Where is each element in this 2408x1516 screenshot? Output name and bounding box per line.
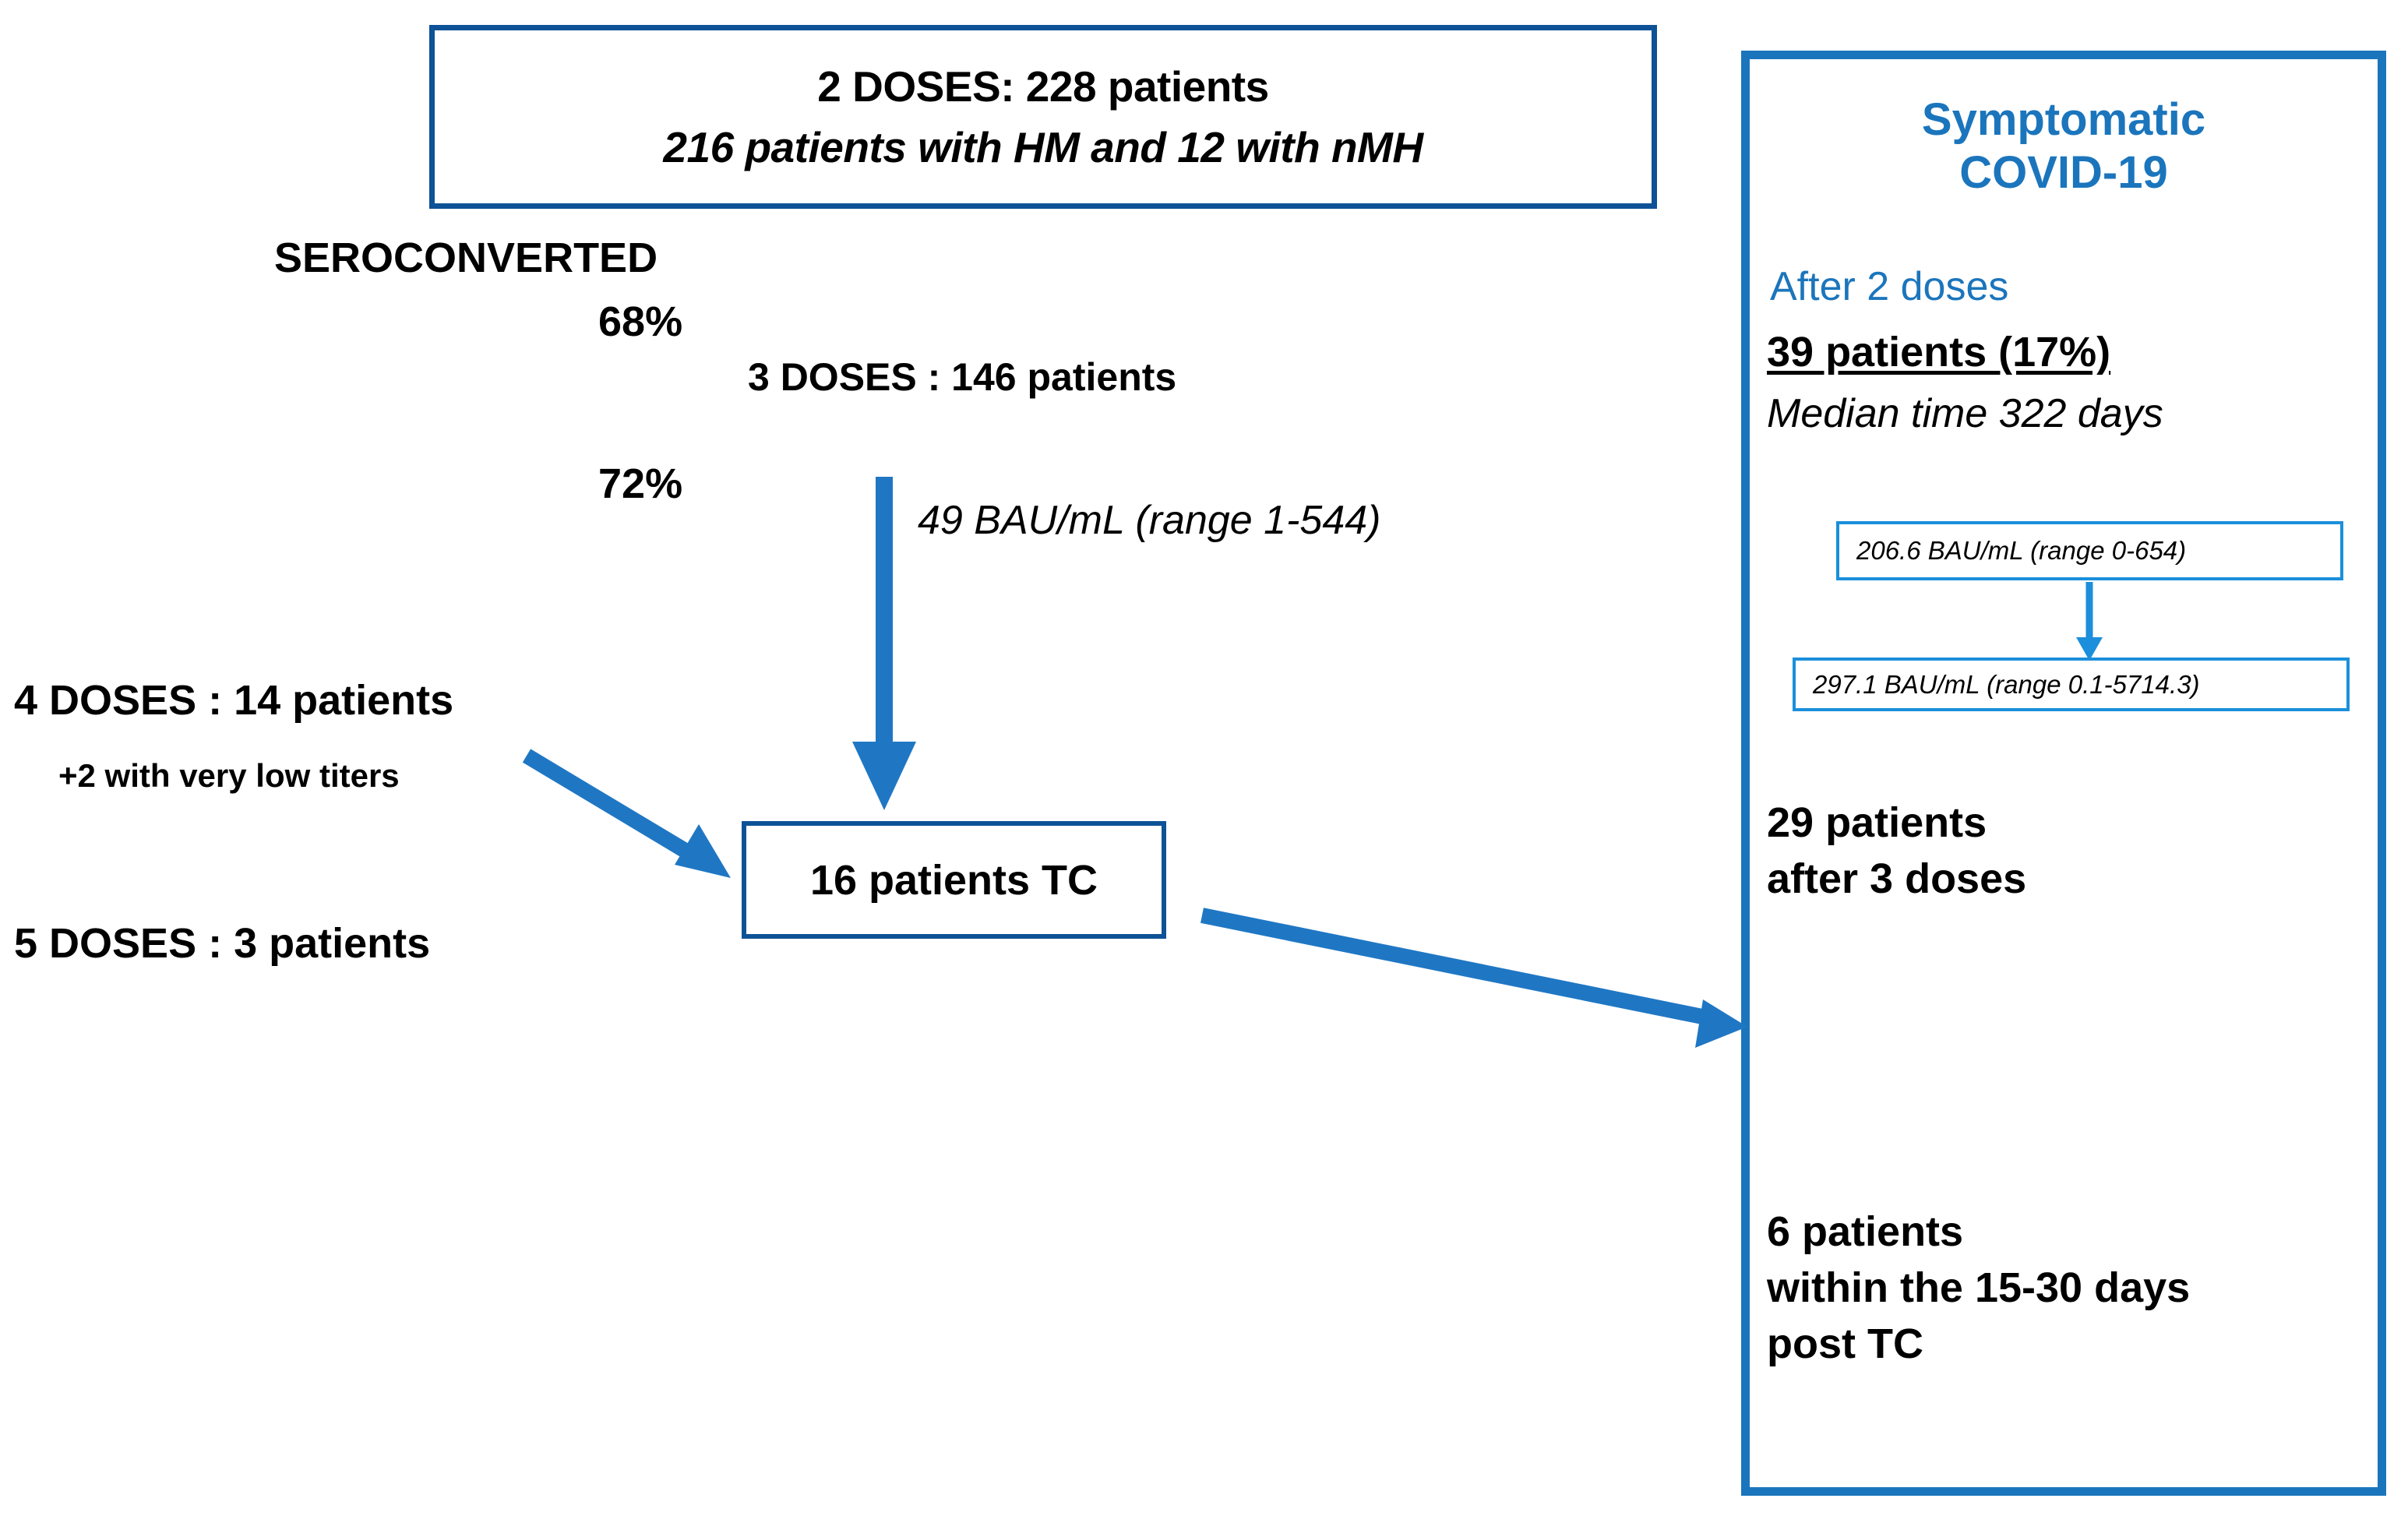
seroconversion-percent-68: 68%	[598, 298, 683, 345]
median-time-label: Median time 322 days	[1767, 391, 2163, 436]
seroconversion-percent-72: 72%	[598, 460, 683, 507]
three-doses-label: 3 DOSES : 146 patients	[748, 355, 1177, 399]
patients-29-line-2: after 3 doses	[1767, 855, 2027, 902]
panel-title-line-1: Symptomatic	[1921, 94, 2206, 145]
two-doses-box: 2 DOSES: 228 patients 216 patients with …	[429, 25, 1657, 209]
arrow-three-doses-to-tc	[852, 477, 916, 810]
panel-title-line-2: COVID-19	[1959, 147, 2168, 199]
bau-connector-arrow	[2076, 582, 2103, 661]
patients-6-line-3: post TC	[1767, 1320, 1923, 1367]
two-doses-line-1: 2 DOSES: 228 patients	[817, 62, 1269, 111]
arrow-tc-to-panel	[1200, 908, 1747, 1048]
arrow-four-doses-to-tc	[522, 749, 731, 878]
five-doses-label: 5 DOSES : 3 patients	[14, 920, 431, 967]
patients-29-line-1: 29 patients	[1767, 799, 1987, 846]
tc-patients-box: 16 patients TC	[742, 821, 1166, 939]
patients-6-line-2: within the 15-30 days	[1767, 1264, 2191, 1311]
low-titers-note: +2 with very low titers	[58, 757, 400, 794]
two-doses-line-2: 216 patients with HM and 12 with nMH	[663, 123, 1423, 171]
bau-49-label: 49 BAU/mL (range 1-544)	[918, 498, 1381, 543]
bau-box-297: 297.1 BAU/mL (range 0.1-5714.3)	[1793, 658, 2350, 711]
tc-patients-label: 16 patients TC	[809, 856, 1098, 904]
after-two-doses-label: After 2 doses	[1770, 264, 2009, 309]
four-doses-label: 4 DOSES : 14 patients	[14, 677, 454, 724]
panel-title: Symptomatic COVID-19	[1750, 93, 2378, 200]
patients-39-label: 39 patients (17%)	[1767, 329, 2111, 375]
bau-box-206-label: 206.6 BAU/mL (range 0-654)	[1856, 536, 2187, 565]
patients-29-block: 29 patients after 3 doses	[1767, 795, 2026, 908]
bau-box-297-label: 297.1 BAU/mL (range 0.1-5714.3)	[1813, 669, 2200, 699]
bau-box-206: 206.6 BAU/mL (range 0-654)	[1836, 521, 2343, 580]
seroconverted-label: SEROCONVERTED	[274, 234, 658, 281]
patients-6-block: 6 patients within the 15-30 days post TC	[1767, 1204, 2190, 1372]
symptomatic-covid-panel: Symptomatic COVID-19 After 2 doses 39 pa…	[1741, 51, 2386, 1496]
patients-6-line-1: 6 patients	[1767, 1208, 1964, 1255]
